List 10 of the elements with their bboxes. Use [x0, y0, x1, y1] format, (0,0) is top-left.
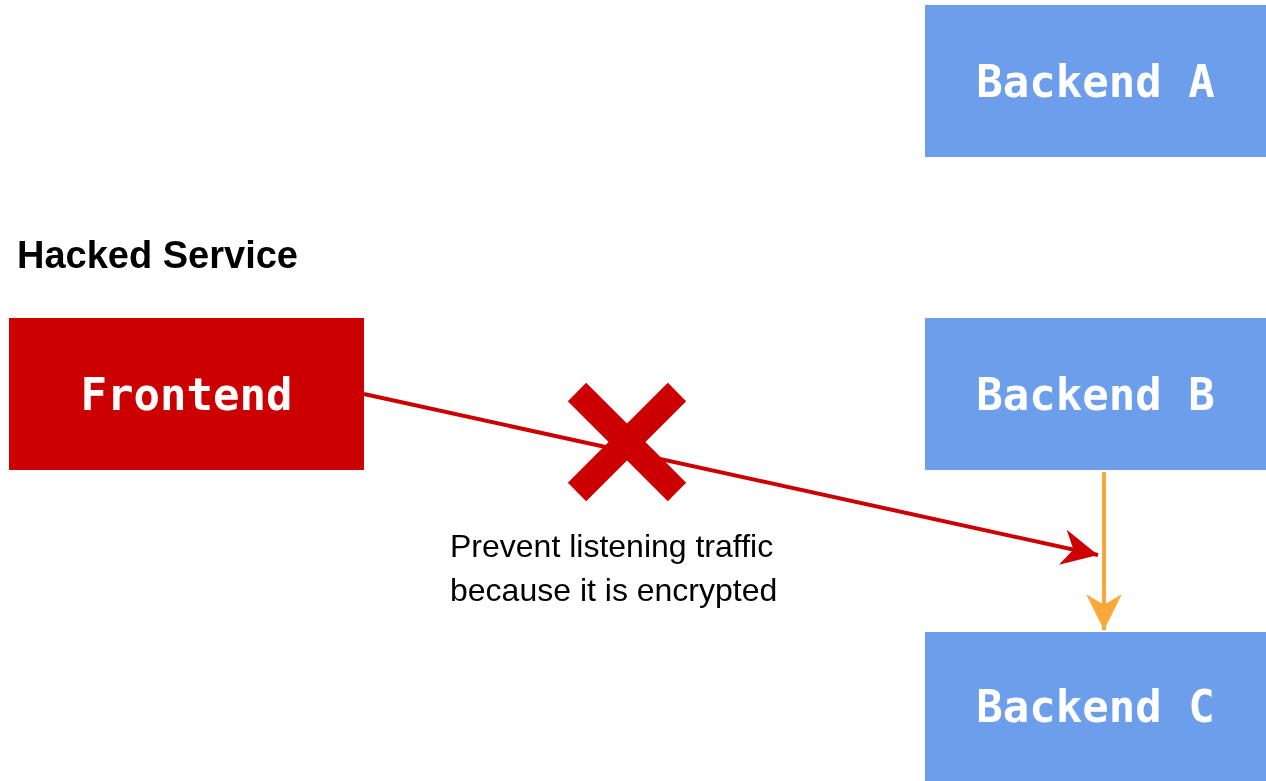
service-heading: Hacked Service — [17, 234, 298, 277]
node-label: Backend A — [976, 55, 1215, 107]
node-label: Frontend — [80, 368, 293, 420]
process-box — [925, 5, 1266, 157]
process-box — [925, 632, 1266, 781]
arrow — [1086, 472, 1122, 630]
arrow — [363, 392, 1099, 565]
node-label: Backend B — [976, 368, 1215, 420]
node-label: Backend C — [976, 681, 1215, 732]
process-box — [925, 318, 1266, 470]
